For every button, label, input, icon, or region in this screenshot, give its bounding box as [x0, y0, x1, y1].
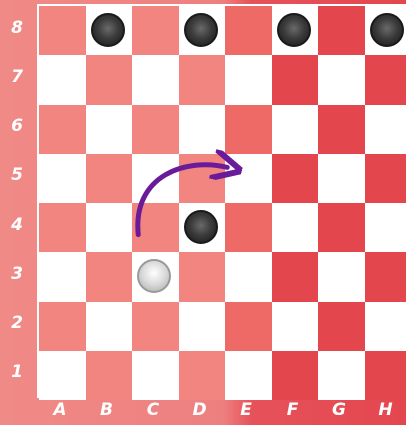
- file-label-E: E: [223, 400, 269, 420]
- square-F3[interactable]: [272, 252, 319, 301]
- square-H4[interactable]: [365, 203, 406, 252]
- rank-label-3: 3: [0, 264, 34, 284]
- file-label-F: F: [270, 400, 316, 420]
- square-C2[interactable]: [132, 302, 179, 351]
- square-B1[interactable]: [86, 351, 133, 400]
- square-F1[interactable]: [272, 351, 319, 400]
- square-E2[interactable]: [225, 302, 272, 351]
- rank-label-8: 8: [0, 18, 34, 38]
- square-B2[interactable]: [86, 302, 133, 351]
- square-H3[interactable]: [365, 252, 406, 301]
- square-H6[interactable]: [365, 105, 406, 154]
- square-C8[interactable]: [132, 6, 179, 55]
- square-D3[interactable]: [179, 252, 226, 301]
- square-H7[interactable]: [365, 55, 406, 104]
- square-B4[interactable]: [86, 203, 133, 252]
- rank-label-6: 6: [0, 116, 34, 136]
- black-piece-B8[interactable]: [91, 13, 125, 47]
- square-F7[interactable]: [272, 55, 319, 104]
- square-G5[interactable]: [318, 154, 365, 203]
- black-piece-F8[interactable]: [277, 13, 311, 47]
- square-B5[interactable]: [86, 154, 133, 203]
- square-F5[interactable]: [272, 154, 319, 203]
- square-G6[interactable]: [318, 105, 365, 154]
- square-A5[interactable]: [39, 154, 86, 203]
- square-E7[interactable]: [225, 55, 272, 104]
- square-A3[interactable]: [39, 252, 86, 301]
- square-C6[interactable]: [132, 105, 179, 154]
- white-piece-C3[interactable]: [137, 259, 171, 293]
- file-label-H: H: [363, 400, 406, 420]
- square-D5[interactable]: [179, 154, 226, 203]
- square-A7[interactable]: [39, 55, 86, 104]
- rank-label-5: 5: [0, 165, 34, 185]
- square-C7[interactable]: [132, 55, 179, 104]
- square-A4[interactable]: [39, 203, 86, 252]
- square-G7[interactable]: [318, 55, 365, 104]
- black-piece-D4[interactable]: [184, 210, 218, 244]
- square-F6[interactable]: [272, 105, 319, 154]
- square-A2[interactable]: [39, 302, 86, 351]
- file-label-C: C: [130, 400, 176, 420]
- square-G8[interactable]: [318, 6, 365, 55]
- square-A8[interactable]: [39, 6, 86, 55]
- square-E1[interactable]: [225, 351, 272, 400]
- square-G1[interactable]: [318, 351, 365, 400]
- file-label-B: B: [84, 400, 130, 420]
- square-F2[interactable]: [272, 302, 319, 351]
- square-E5[interactable]: [225, 154, 272, 203]
- square-D1[interactable]: [179, 351, 226, 400]
- square-E8[interactable]: [225, 6, 272, 55]
- square-G4[interactable]: [318, 203, 365, 252]
- square-B3[interactable]: [86, 252, 133, 301]
- square-C5[interactable]: [132, 154, 179, 203]
- square-G2[interactable]: [318, 302, 365, 351]
- square-E4[interactable]: [225, 203, 272, 252]
- file-label-D: D: [177, 400, 223, 420]
- square-H1[interactable]: [365, 351, 406, 400]
- square-E6[interactable]: [225, 105, 272, 154]
- square-G3[interactable]: [318, 252, 365, 301]
- rank-label-2: 2: [0, 313, 34, 333]
- square-B7[interactable]: [86, 55, 133, 104]
- square-C1[interactable]: [132, 351, 179, 400]
- rank-label-4: 4: [0, 215, 34, 235]
- square-C4[interactable]: [132, 203, 179, 252]
- square-D7[interactable]: [179, 55, 226, 104]
- square-H5[interactable]: [365, 154, 406, 203]
- square-E3[interactable]: [225, 252, 272, 301]
- square-A6[interactable]: [39, 105, 86, 154]
- rank-label-7: 7: [0, 67, 34, 87]
- square-D6[interactable]: [179, 105, 226, 154]
- file-label-G: G: [316, 400, 362, 420]
- rank-label-1: 1: [0, 362, 34, 382]
- black-piece-D8[interactable]: [184, 13, 218, 47]
- square-A1[interactable]: [39, 351, 86, 400]
- checkers-board: [37, 4, 406, 398]
- file-label-A: A: [37, 400, 83, 420]
- square-B6[interactable]: [86, 105, 133, 154]
- square-D2[interactable]: [179, 302, 226, 351]
- black-piece-H8[interactable]: [370, 13, 404, 47]
- square-F4[interactable]: [272, 203, 319, 252]
- square-H2[interactable]: [365, 302, 406, 351]
